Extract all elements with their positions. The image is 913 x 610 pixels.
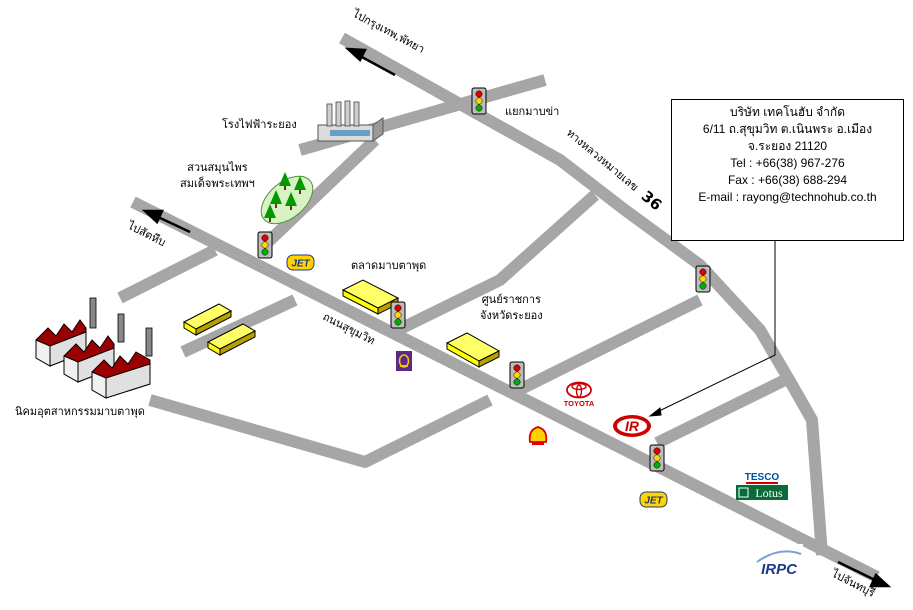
label-market: ตลาดมาบตาพุด (351, 259, 427, 272)
tesco-lotus-logo: TESCO Lotus (736, 472, 788, 500)
label-gov-center-line1: ศูนย์ราชการ (481, 293, 541, 306)
irpc-logo-text: IRPC (761, 561, 798, 578)
road-gov-center (512, 294, 703, 398)
power-plant-icon (317, 100, 384, 142)
traffic-light-icon (390, 301, 406, 329)
label-industrial-estate: นิคมอุตสาหกรรมมาบตาพุด (15, 405, 145, 418)
company-tel: Tel : +66(38) 967-276 (730, 156, 845, 170)
jet-logo: JET (286, 254, 315, 271)
label-highway: ทางหลวงหมายเลข (564, 126, 641, 193)
toyota-logo: TOYOTA (564, 381, 595, 408)
traffic-light-icon (649, 444, 665, 472)
road-herb-garden (263, 135, 380, 247)
label-gov-center-line2: จังหวัดระยอง (480, 309, 543, 322)
shell-logo (528, 426, 548, 445)
company-province: จ.ระยอง 21120 (747, 139, 828, 153)
herb-garden-icon (260, 172, 314, 225)
industrial-building-2 (206, 323, 257, 356)
company-pointer (648, 241, 776, 417)
ingersoll-rand-logo: IR (613, 415, 651, 437)
gov-center-building (445, 332, 501, 368)
irpc-logo: IRPC (755, 544, 803, 584)
jet-logo: JET (639, 491, 668, 508)
traffic-light-icon (471, 87, 487, 115)
toyota-logo-text: TOYOTA (564, 399, 595, 408)
road-market (395, 190, 600, 336)
market-building (341, 279, 400, 315)
road-south-west (148, 394, 493, 468)
industrial-building-1 (182, 303, 233, 336)
tesco-logo-text: TESCO (745, 472, 780, 483)
lotus-logo-text: Lotus (755, 486, 783, 500)
company-info-box: บริษัท เทคโนฮับ จำกัด 6/11 ถ.สุขุมวิท ต.… (671, 99, 904, 241)
road-lotus (654, 374, 788, 449)
jet-logo-text: JET (644, 496, 663, 507)
jet-logo-text: JET (291, 259, 310, 270)
label-junction: แยกมาบข่า (505, 105, 560, 118)
arrow-to-sattahip (141, 209, 191, 234)
label-herb-garden-line2: สมเด็จพระเทพฯ (180, 177, 255, 190)
label-power-plant: โรงไฟฟ้าระยอง (222, 118, 297, 131)
label-gov-center: ศูนย์ราชการ จังหวัดระยอง (480, 292, 543, 324)
company-address: 6/11 ถ.สุขุมวิท ต.เนินพระ อ.เมือง (702, 122, 873, 136)
company-fax: Fax : +66(38) 688-294 (727, 173, 848, 187)
ir-logo-text: IR (625, 418, 640, 434)
company-email[interactable]: E-mail : rayong@technohub.co.th (698, 190, 877, 204)
sukhumvit-road (130, 196, 880, 583)
traffic-light-icon (509, 361, 525, 389)
scb-bank-logo (396, 351, 412, 371)
industrial-estate-factories-icon (35, 297, 153, 399)
arrow-to-bangkok (344, 47, 396, 77)
road-sattahip-branch (117, 244, 218, 304)
traffic-light-icon (695, 265, 711, 293)
traffic-light-icon (257, 231, 273, 259)
company-name: บริษัท เทคโนฮับ จำกัด (729, 105, 845, 119)
label-herb-garden: สวนสมุนไพร สมเด็จพระเทพฯ (180, 160, 255, 192)
label-highway-number: 36 (638, 187, 666, 214)
label-herb-garden-line1: สวนสมุนไพร (187, 161, 248, 174)
label-to-sattahip: ไปสัตหีบ (125, 219, 168, 249)
factory-row-3 (91, 351, 151, 399)
highway-36 (339, 32, 828, 556)
arrow-to-chanthaburi (837, 560, 892, 588)
